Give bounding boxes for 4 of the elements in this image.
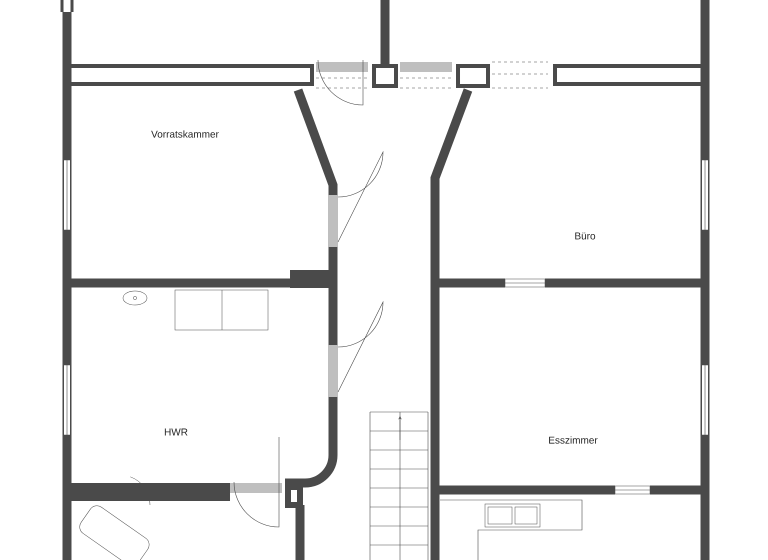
room-label: Esszimmer bbox=[549, 436, 598, 444]
room-label: HWR bbox=[164, 428, 188, 436]
room-label: Vorratskammer bbox=[151, 130, 219, 138]
room-label: Büro bbox=[575, 232, 596, 240]
